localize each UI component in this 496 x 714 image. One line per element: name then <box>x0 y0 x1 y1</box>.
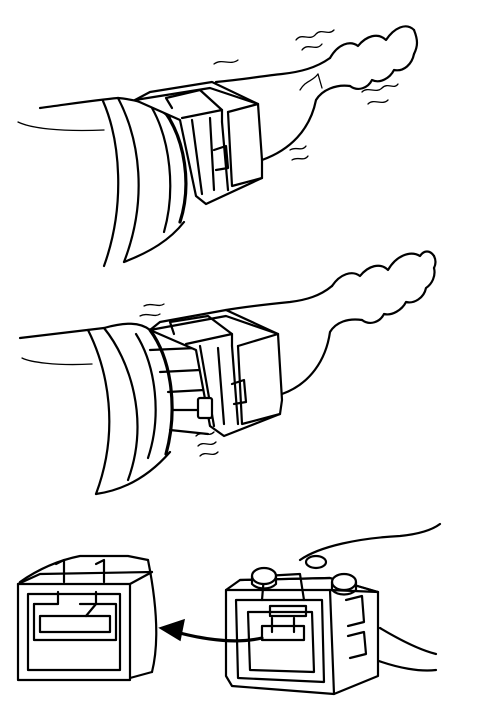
connector-housing <box>148 308 284 438</box>
wire-harness <box>214 25 419 162</box>
component-body <box>17 96 186 268</box>
wire-harness <box>224 250 437 396</box>
curved-arrow-icon <box>158 618 264 643</box>
connector-half-left <box>16 554 158 682</box>
component-body <box>18 322 172 496</box>
panel-separated <box>16 522 442 696</box>
connector-half-right <box>224 522 442 696</box>
motion-lines-icon <box>213 29 399 161</box>
component-collar <box>150 106 188 234</box>
panel-connected <box>17 25 419 268</box>
motion-lines-icon <box>139 303 219 457</box>
connector-housing <box>133 80 264 206</box>
component-collar <box>134 328 174 460</box>
panel-release <box>18 250 437 496</box>
